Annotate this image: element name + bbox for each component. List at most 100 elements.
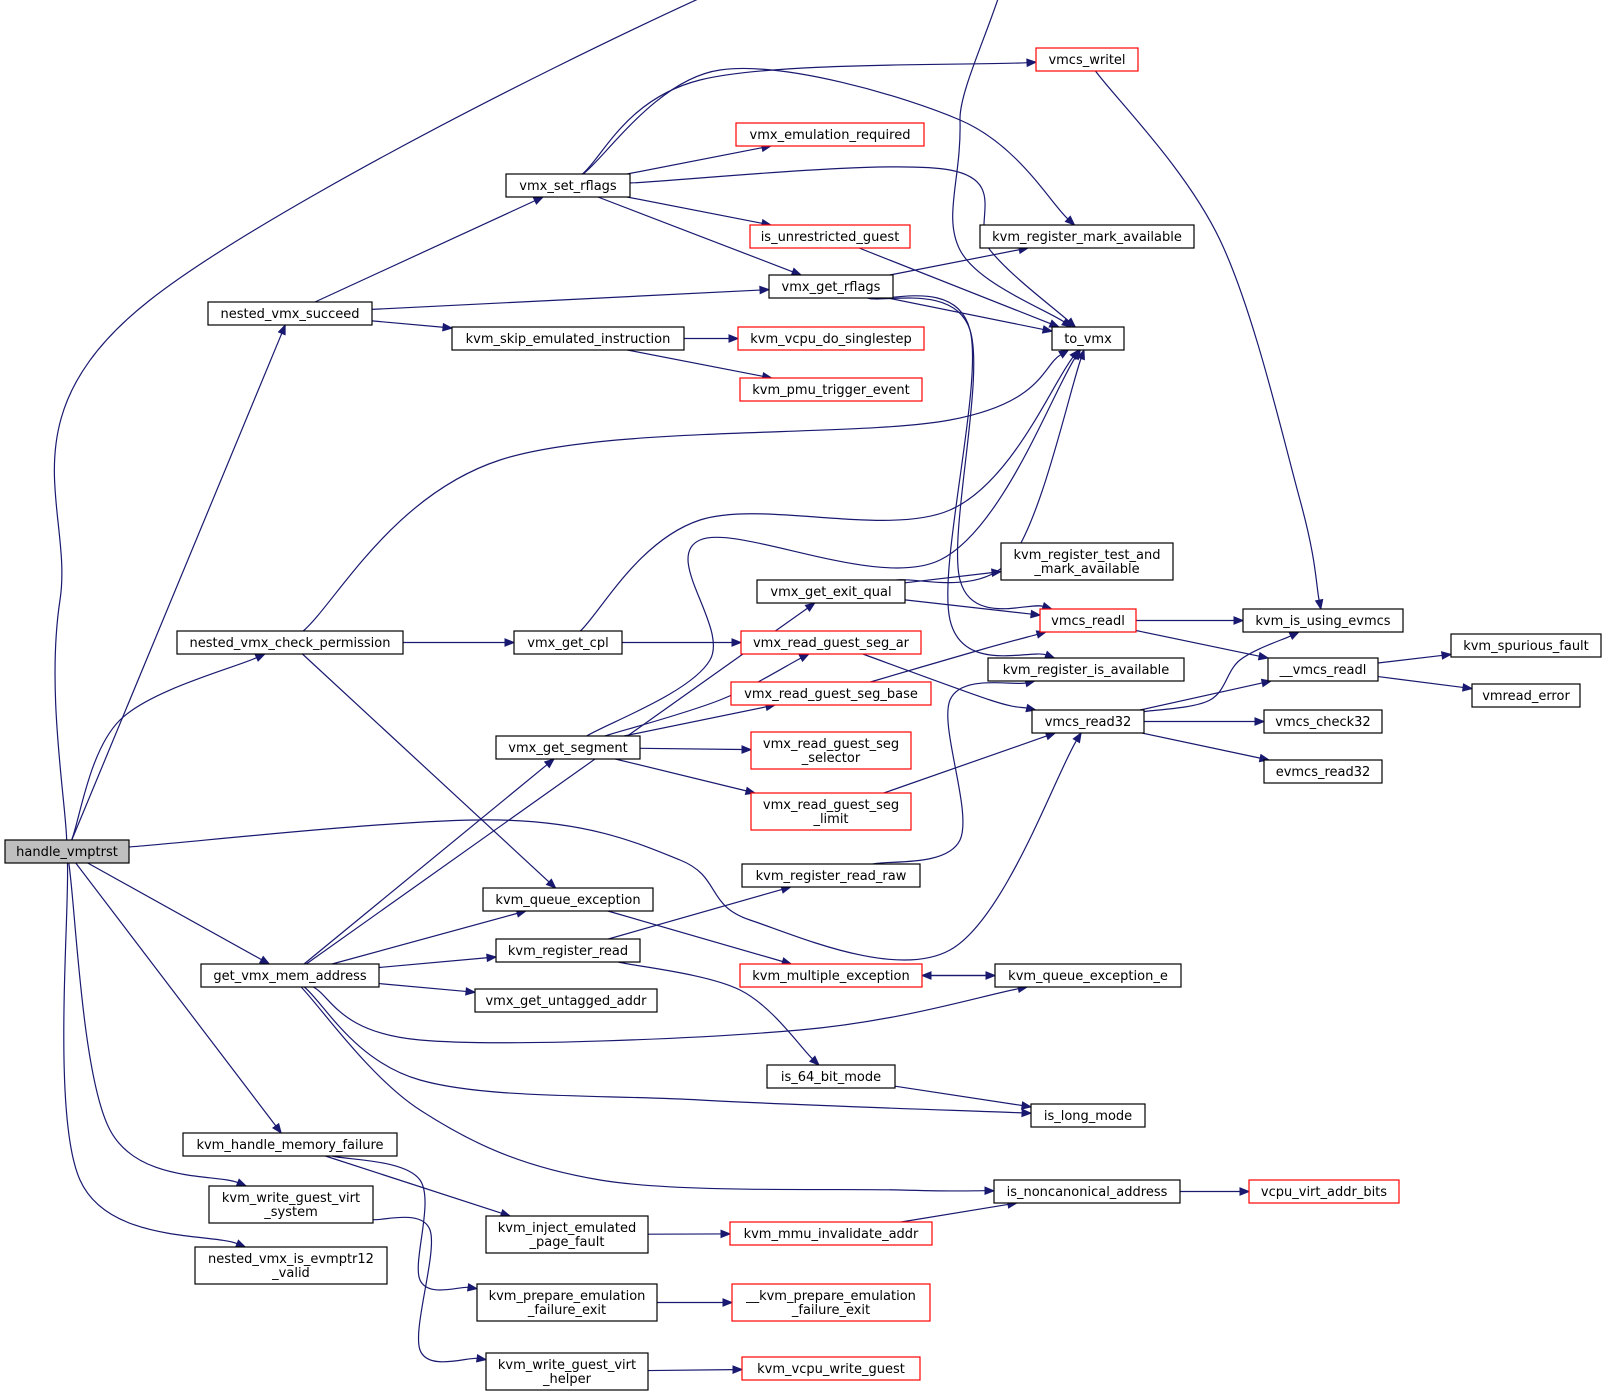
node-kvm_register_mark_available[interactable]: kvm_register_mark_available	[979, 224, 1195, 249]
node-kvm_queue_exception[interactable]: kvm_queue_exception	[482, 887, 654, 912]
node-kvm_write_guest_virt_system[interactable]: kvm_write_guest_virt_system	[208, 1185, 374, 1224]
node-label: vmx_read_guest_seg	[763, 737, 899, 752]
node-vmx_read_guest_seg_limit[interactable]: vmx_read_guest_seg_limit	[750, 792, 912, 831]
node-kvm_register_test_and_mark_available[interactable]: kvm_register_test_and_mark_available	[1000, 542, 1174, 581]
node-is_noncanonical_address[interactable]: is_noncanonical_address	[993, 1179, 1181, 1204]
node-kvm_handle_memory_failure[interactable]: kvm_handle_memory_failure	[182, 1132, 398, 1157]
node-box	[485, 1215, 649, 1254]
node-label: vmx_read_guest_seg_base	[744, 687, 918, 702]
edge-line	[608, 888, 783, 940]
node-vmx_read_guest_seg_selector[interactable]: vmx_read_guest_seg_selector	[750, 731, 912, 770]
node-kvm_skip_emulated_instruction[interactable]: kvm_skip_emulated_instruction	[451, 326, 685, 351]
node-vmcs_read32[interactable]: vmcs_read32	[1031, 709, 1145, 734]
edge-arrowhead	[732, 1365, 744, 1374]
node-box	[476, 1283, 658, 1322]
node-label: evmcs_read32	[1276, 765, 1371, 780]
edge-nested_vmx_succeed-to-vmx_get_rflags	[371, 285, 771, 311]
node-vmx_read_guest_seg_ar[interactable]: vmx_read_guest_seg_ar	[740, 630, 922, 655]
node-label: is_unrestricted_guest	[761, 230, 900, 245]
edge-arrowhead	[731, 638, 743, 647]
node-kvm_is_using_evmcs[interactable]: kvm_is_using_evmcs	[1242, 608, 1404, 633]
node-nested_vmx_succeed[interactable]: nested_vmx_succeed	[207, 301, 373, 326]
edge-line	[71, 657, 257, 841]
node-vmcs_readl[interactable]: vmcs_readl	[1039, 608, 1137, 633]
edge-line	[626, 196, 763, 224]
node-box	[1263, 709, 1383, 734]
node-label: kvm_queue_exception	[495, 893, 640, 908]
edge-line	[71, 333, 283, 841]
node-kvm_vcpu_write_guest[interactable]: kvm_vcpu_write_guest	[741, 1356, 921, 1381]
node-vmx_get_rflags[interactable]: vmx_get_rflags	[768, 274, 894, 299]
node-vmx_read_guest_seg_base[interactable]: vmx_read_guest_seg_base	[730, 681, 932, 706]
node-kvm_spurious_fault[interactable]: kvm_spurious_fault	[1450, 633, 1602, 658]
node-vmx_emulation_required[interactable]: vmx_emulation_required	[735, 122, 925, 147]
node-kvm_pmu_trigger_event[interactable]: kvm_pmu_trigger_event	[739, 377, 923, 402]
node-label: _page_fault	[529, 1235, 605, 1250]
edge-vmcs_read32-to-__vmcs_readl	[1139, 678, 1273, 711]
node-box	[994, 963, 1182, 988]
node-nested_vmx_is_evmptr12_valid[interactable]: nested_vmx_is_evmptr12_valid	[194, 1246, 388, 1285]
node-is_64_bit_mode[interactable]: is_64_bit_mode	[766, 1064, 896, 1089]
node-box	[756, 579, 906, 604]
node-label: vcpu_virt_addr_bits	[1261, 1185, 1387, 1200]
node-vmx_get_exit_qual[interactable]: vmx_get_exit_qual	[756, 579, 906, 604]
node-vcpu_virt_addr_bits[interactable]: vcpu_virt_addr_bits	[1248, 1179, 1400, 1204]
edge-arrowhead	[1233, 616, 1245, 625]
node-label: vmx_get_cpl	[527, 636, 608, 651]
node-label: _system	[263, 1205, 318, 1220]
edge-vmcs_writel-to-kvm_is_using_evmcs	[1094, 70, 1324, 611]
node-kvm_inject_emulated_page_fault[interactable]: kvm_inject_emulated_page_fault	[485, 1215, 649, 1254]
node-box	[740, 630, 922, 655]
node-kvm_multiple_exception[interactable]: kvm_multiple_exception	[739, 963, 923, 988]
node-vmx_get_segment[interactable]: vmx_get_segment	[495, 735, 641, 760]
node-label: is_long_mode	[1044, 1109, 1132, 1124]
node-__kvm_prepare_emulation_failure_exit[interactable]: __kvm_prepare_emulation_failure_exit	[731, 1283, 931, 1322]
node-box	[194, 1246, 388, 1285]
node-handle_vmptrst[interactable]: handle_vmptrst	[4, 839, 130, 864]
edge-line	[887, 297, 1044, 331]
edge-arrowhead	[1043, 650, 1056, 659]
edge-arrowhead	[790, 267, 803, 276]
node-__vmcs_readl[interactable]: __vmcs_readl	[1267, 657, 1379, 682]
edge-kvm_register_read_raw-to-kvm_register_is_available	[872, 678, 1037, 865]
node-vmread_error[interactable]: vmread_error	[1471, 683, 1581, 708]
node-kvm_register_read_raw[interactable]: kvm_register_read_raw	[741, 863, 921, 888]
node-kvm_write_guest_virt_helper[interactable]: kvm_write_guest_virt_helper	[485, 1352, 649, 1391]
node-get_vmx_mem_address[interactable]: get_vmx_mem_address	[200, 963, 380, 988]
node-is_long_mode[interactable]: is_long_mode	[1030, 1103, 1146, 1128]
node-kvm_mmu_invalidate_addr[interactable]: kvm_mmu_invalidate_addr	[729, 1221, 933, 1246]
node-vmx_set_rflags[interactable]: vmx_set_rflags	[505, 173, 631, 198]
node-kvm_queue_exception_e[interactable]: kvm_queue_exception_e	[994, 963, 1182, 988]
node-vmx_get_untagged_addr[interactable]: vmx_get_untagged_addr	[474, 988, 658, 1013]
node-kvm_vcpu_do_singlestep[interactable]: kvm_vcpu_do_singlestep	[737, 326, 925, 351]
node-box	[993, 1179, 1181, 1204]
node-to_vmx[interactable]: to_vmx	[1051, 326, 1125, 351]
node-nested_vmx_check_permission[interactable]: nested_vmx_check_permission	[176, 630, 404, 655]
edge-line	[617, 961, 813, 1060]
edge-arrowhead	[1441, 651, 1453, 660]
node-box	[200, 963, 380, 988]
edge-arrowhead	[254, 653, 267, 662]
edge-line	[586, 357, 1076, 737]
node-kvm_register_read[interactable]: kvm_register_read	[495, 938, 641, 963]
edge-nested_vmx_succeed-to-vmx_set_rflags	[314, 196, 545, 303]
node-label: nested_vmx_is_evmptr12	[208, 1252, 374, 1267]
edge-line	[128, 740, 1077, 961]
node-label: kvm_register_read_raw	[756, 869, 907, 884]
node-box	[766, 1064, 896, 1089]
node-vmx_get_cpl[interactable]: vmx_get_cpl	[513, 630, 623, 655]
node-box	[749, 224, 911, 249]
node-kvm_prepare_emulation_failure_exit[interactable]: kvm_prepare_emulation_failure_exit	[476, 1283, 658, 1322]
node-is_unrestricted_guest[interactable]: is_unrestricted_guest	[749, 224, 911, 249]
node-vmcs_check32[interactable]: vmcs_check32	[1263, 709, 1383, 734]
node-label: vmx_get_segment	[508, 741, 627, 756]
node-vmcs_writel[interactable]: vmcs_writel	[1035, 47, 1139, 72]
node-evmcs_read32[interactable]: evmcs_read32	[1263, 759, 1383, 784]
edge-get_vmx_mem_address-to-vmx_get_untagged_addr	[378, 982, 477, 996]
edge-vmx_set_rflags-to-is_unrestricted_guest	[626, 196, 773, 228]
edge-nested_vmx_check_permission-to-to_vmx	[302, 349, 1070, 632]
node-kvm_register_is_available[interactable]: kvm_register_is_available	[987, 657, 1185, 682]
node-box	[768, 274, 894, 299]
edge-vmx_set_rflags-to-vmcs_writel	[582, 58, 1038, 175]
node-box	[1039, 608, 1137, 633]
